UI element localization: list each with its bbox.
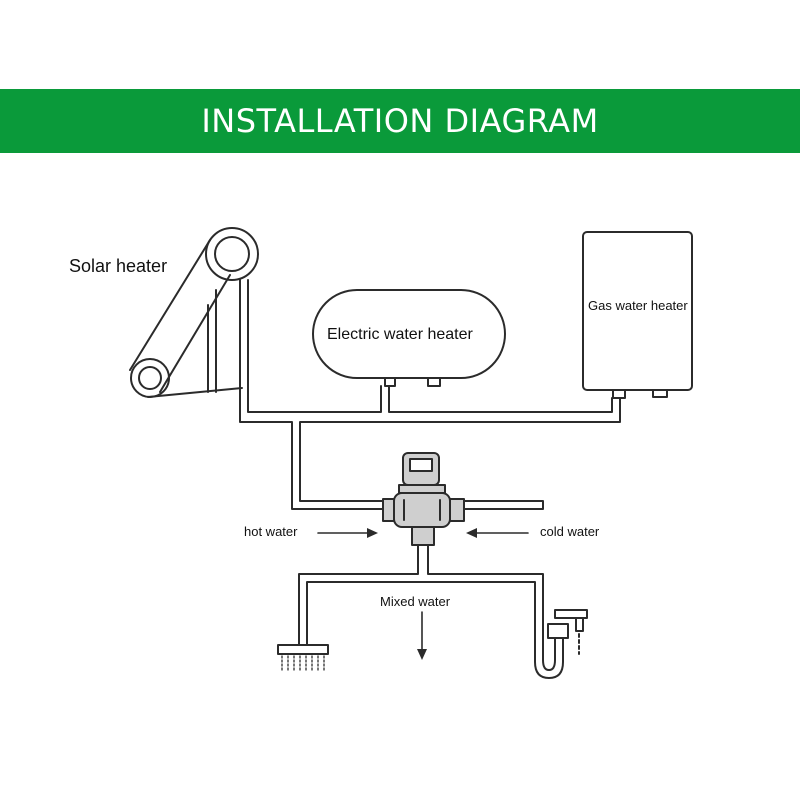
- mixed-water-pipe: [298, 544, 544, 646]
- cold-supply-pipe: [463, 500, 544, 510]
- hot-supply-pipe: [239, 391, 384, 510]
- solar-collector-icon: [129, 227, 259, 398]
- gas-heater-label: Gas water heater: [588, 298, 688, 313]
- flow-arrow-icon: [317, 532, 529, 657]
- cold-water-label: cold water: [540, 524, 600, 539]
- electric-heater-label: Electric water heater: [327, 326, 473, 343]
- shower-head-icon: [277, 644, 329, 655]
- hot-water-label: hot water: [244, 524, 298, 539]
- mixing-valve-icon: [382, 452, 465, 546]
- solar-heater-label: Solar heater: [69, 256, 168, 276]
- faucet-icon: [534, 609, 588, 679]
- gas-heater-icon: [582, 231, 693, 399]
- mixed-water-label: Mixed water: [380, 594, 451, 609]
- title-banner: INSTALLATION DIAGRAM: [0, 89, 800, 153]
- page-title: INSTALLATION DIAGRAM: [201, 102, 599, 140]
